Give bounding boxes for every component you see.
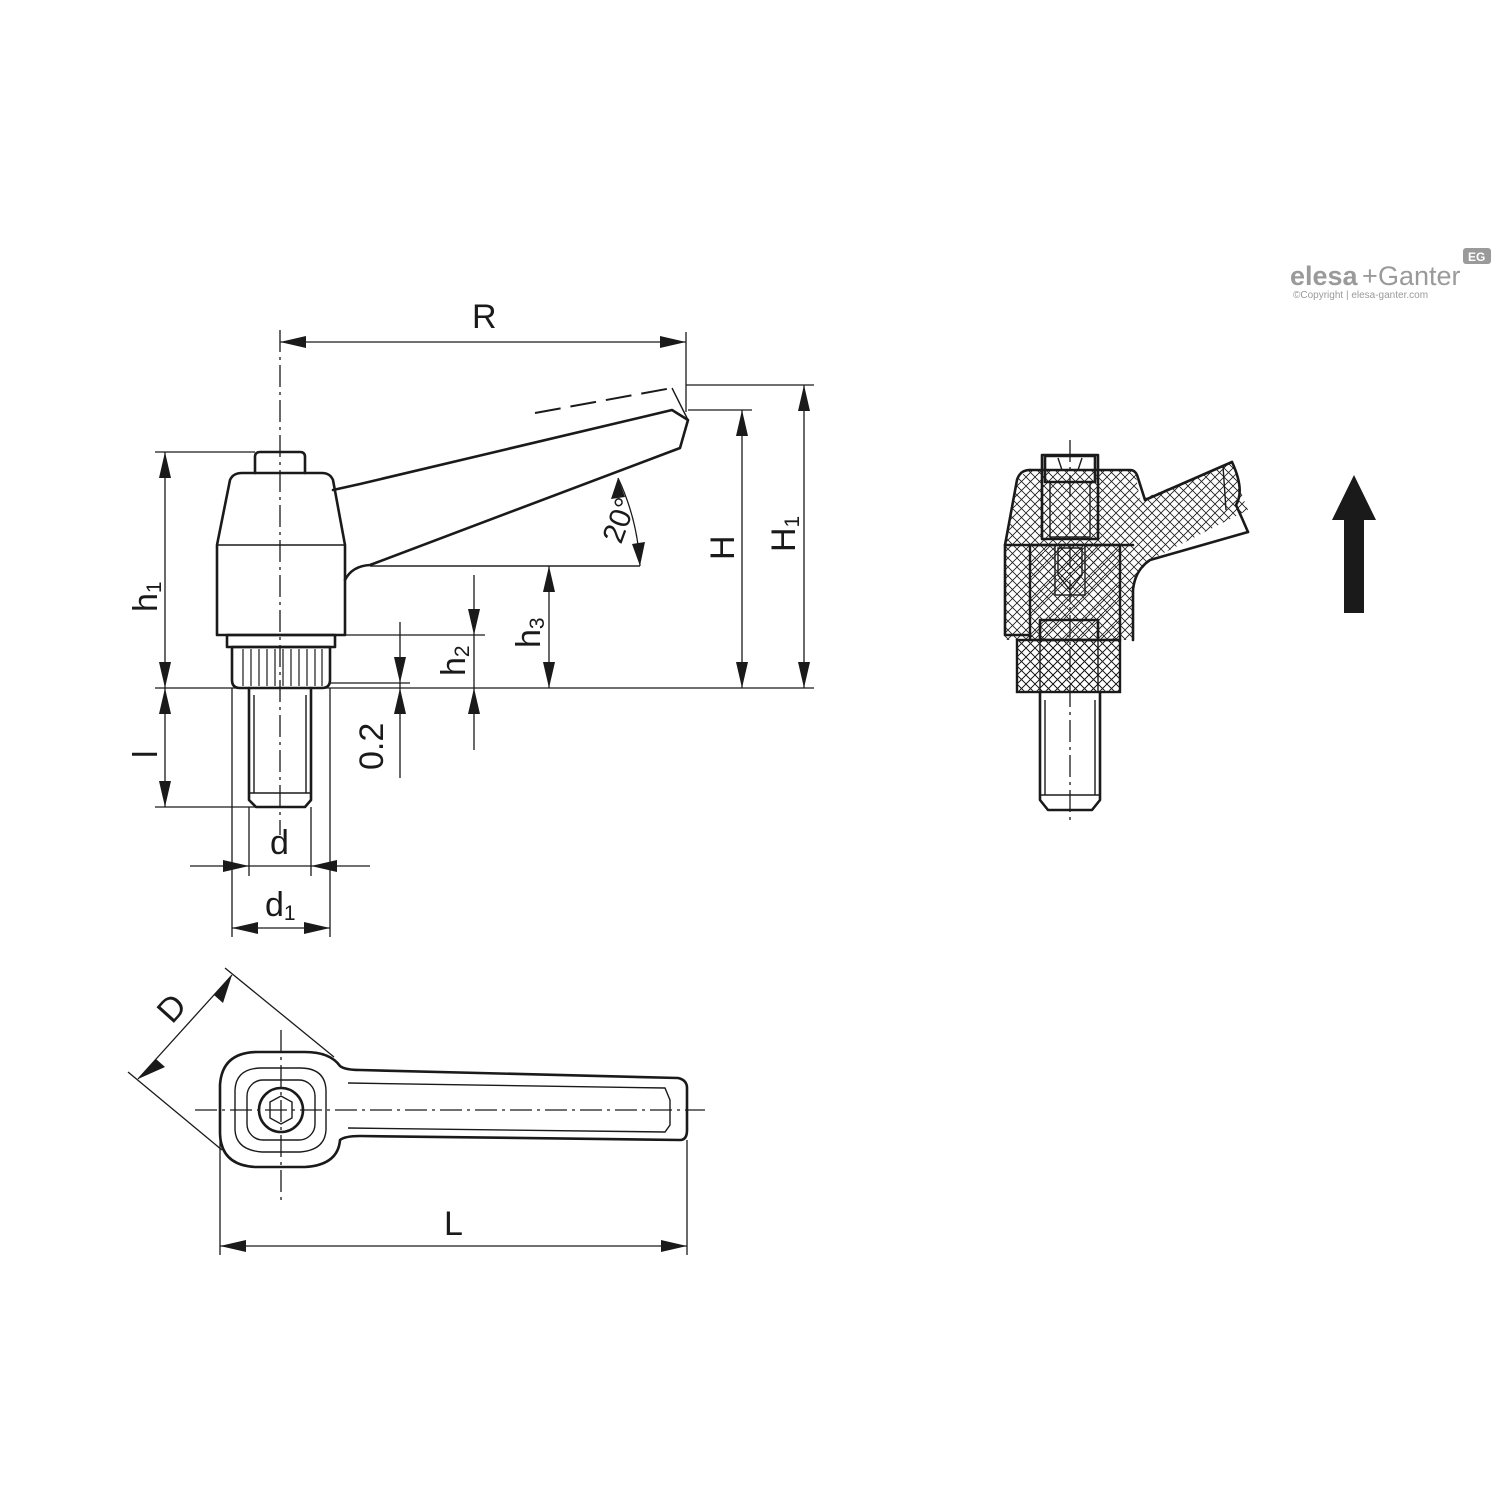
section-lower-lever bbox=[1131, 530, 1250, 642]
section-left-outline bbox=[1003, 468, 1032, 637]
logo-badge-text: EG bbox=[1468, 250, 1485, 264]
hex-socket-icon bbox=[269, 1095, 293, 1125]
section-collar bbox=[1038, 618, 1100, 642]
lever-tip bbox=[671, 387, 689, 421]
logo-ganter: Ganter bbox=[1378, 261, 1461, 291]
logo-plus: + bbox=[1362, 261, 1378, 291]
lever-extension bbox=[534, 387, 673, 414]
label-angle: 20° bbox=[597, 493, 644, 547]
side-view bbox=[215, 330, 690, 835]
label-R: R bbox=[472, 298, 497, 336]
section-break-line bbox=[1230, 460, 1250, 534]
section-bush-core bbox=[1039, 639, 1099, 693]
hub-inner-outline bbox=[234, 1067, 327, 1153]
label-H: H bbox=[704, 535, 742, 560]
D-ext-bottom bbox=[127, 1071, 223, 1151]
label-h2: h2 bbox=[435, 645, 474, 676]
label-h3: h3 bbox=[510, 617, 549, 648]
label-h1: h1 bbox=[127, 581, 166, 612]
logo-elesa: elesa bbox=[1290, 261, 1359, 291]
section-nut bbox=[1057, 547, 1083, 592]
knurl-lines bbox=[242, 649, 323, 686]
label-d: d bbox=[270, 824, 289, 862]
handle-outline bbox=[218, 1050, 689, 1169]
copyright-text: ©Copyright | elesa-ganter.com bbox=[1293, 290, 1428, 301]
top-view: D L bbox=[127, 967, 705, 1255]
lever-inner-outline bbox=[347, 1082, 671, 1133]
up-arrow-icon bbox=[1332, 475, 1376, 613]
lever-arm bbox=[331, 408, 690, 582]
label-l: l bbox=[127, 750, 165, 758]
side-dimensions: R H H1 h1 l h3 bbox=[127, 298, 814, 937]
label-H1: H1 bbox=[765, 516, 804, 552]
collar bbox=[225, 633, 337, 649]
brand-logo: elesa + Ganter EG ©Copyright | elesa-gan… bbox=[1290, 248, 1491, 301]
section-top-outline bbox=[1028, 460, 1234, 502]
section-insert bbox=[1028, 543, 1122, 642]
label-gap: 0.2 bbox=[353, 723, 391, 770]
logo-badge bbox=[1463, 248, 1491, 264]
label-L: L bbox=[444, 1205, 463, 1243]
hub-body bbox=[215, 471, 347, 637]
label-d1: d1 bbox=[265, 886, 296, 925]
section-view bbox=[1003, 440, 1250, 820]
break-inner bbox=[1222, 465, 1227, 511]
D-ext-top bbox=[224, 967, 335, 1058]
